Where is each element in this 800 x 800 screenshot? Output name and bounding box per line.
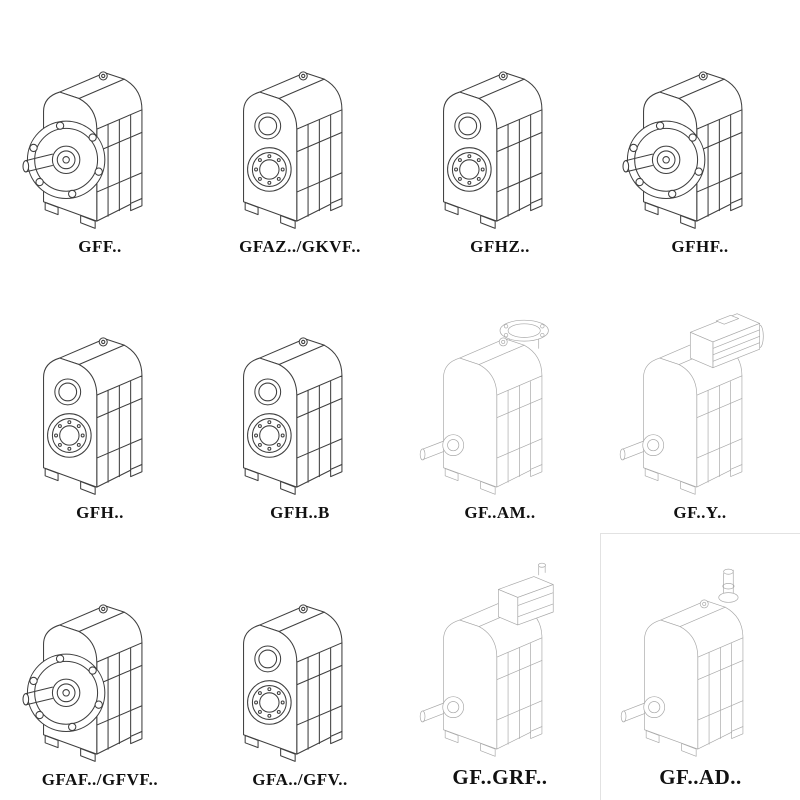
gearbox-drawing <box>613 34 787 234</box>
gearbox-drawing <box>413 34 587 234</box>
product-cell: GFF.. <box>0 0 200 267</box>
model-label: GFAF../GFVF.. <box>41 769 159 789</box>
model-label: GF..Y.. <box>673 503 727 523</box>
model-label: GFF.. <box>78 236 122 256</box>
gearbox-drawing <box>213 300 387 500</box>
product-cell: GF..GRF.. <box>400 533 600 800</box>
product-cell: GFHZ.. <box>400 0 600 267</box>
product-cell: GFA../GFV.. <box>200 533 400 800</box>
gearbox-drawing <box>13 300 187 500</box>
gearbox-drawing <box>413 562 587 762</box>
model-label: GFA../GFV.. <box>252 769 348 789</box>
gearbox-drawing <box>614 562 788 762</box>
gearbox-drawing <box>13 567 187 767</box>
model-label: GFHF.. <box>671 236 729 256</box>
product-cell: GF..Y.. <box>600 267 800 534</box>
product-cell: GF..AM.. <box>400 267 600 534</box>
gearbox-drawing <box>613 300 787 500</box>
product-cell: GFH..B <box>200 267 400 534</box>
model-label: GF..GRF.. <box>452 764 548 789</box>
model-label: GFHZ.. <box>470 236 530 256</box>
gearbox-drawing <box>213 34 387 234</box>
gearbox-drawing <box>213 567 387 767</box>
product-cell: GFAZ../GKVF.. <box>200 0 400 267</box>
product-cell: GFH.. <box>0 267 200 534</box>
model-label: GFH..B <box>270 503 330 523</box>
model-label: GF..AM.. <box>464 503 536 523</box>
model-label: GFH.. <box>76 503 124 523</box>
model-label: GFAZ../GKVF.. <box>239 236 361 256</box>
product-cell: GFAF../GFVF.. <box>0 533 200 800</box>
gearbox-drawing <box>413 300 587 500</box>
model-label: GF..AD.. <box>659 764 742 789</box>
product-cell: GFHF.. <box>600 0 800 267</box>
product-cell: GF..AD.. <box>600 533 800 800</box>
gearbox-drawing <box>13 34 187 234</box>
